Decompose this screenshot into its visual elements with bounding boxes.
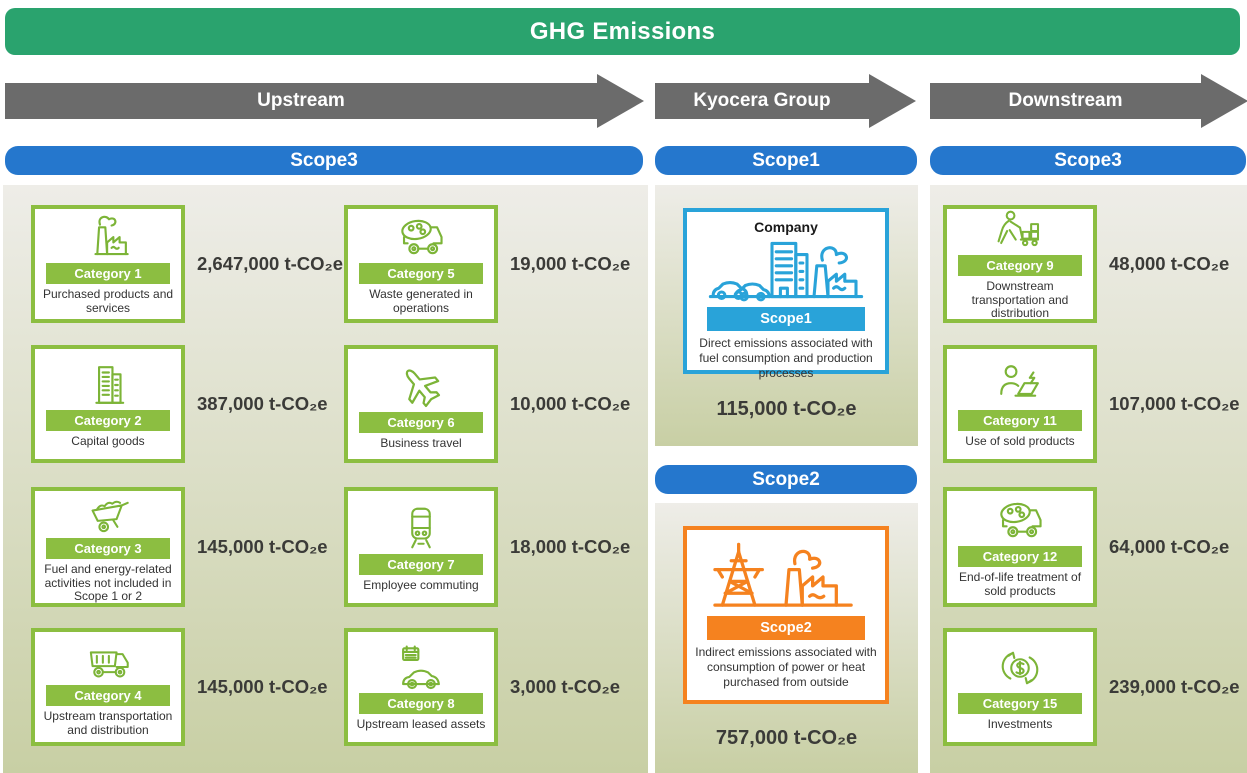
emission-value: 239,000 t-CO₂e bbox=[1109, 676, 1240, 697]
category-8-row: Category 8 Upstream leased assets 3,000 … bbox=[344, 628, 620, 746]
category-9-card: Category 9 Downstream transportation and… bbox=[943, 205, 1097, 323]
category-3-row: Category 3 Fuel and energy-related activ… bbox=[31, 487, 328, 607]
category-badge: Category 3 bbox=[46, 537, 170, 559]
page-title: GHG Emissions bbox=[5, 8, 1240, 55]
upstream-arrow-label: Upstream bbox=[257, 90, 345, 111]
emission-value: 107,000 t-CO₂e bbox=[1109, 393, 1240, 414]
category-name: Purchased products and services bbox=[42, 286, 174, 315]
category-5-card: Category 5 Waste generated in operations bbox=[344, 205, 498, 323]
category-2-card: Category 2 Capital goods bbox=[31, 345, 185, 463]
scope2-badge: Scope2 bbox=[707, 616, 865, 640]
money-cycle-icon bbox=[992, 643, 1048, 693]
category-name: Fuel and energy-related activities not i… bbox=[44, 561, 172, 604]
emission-value: 18,000 t-CO₂e bbox=[510, 536, 631, 557]
train-icon bbox=[393, 502, 449, 554]
upstream-arrow: Upstream bbox=[5, 83, 597, 119]
category-name: Upstream transportation and distribution bbox=[43, 708, 173, 737]
category-badge: Category 4 bbox=[46, 684, 170, 706]
category-12-card: Category 12 End-of-life treatment of sol… bbox=[943, 487, 1097, 607]
company-scene-icon bbox=[697, 235, 875, 305]
scope1-card: Company Scope1 Direct emissions associat… bbox=[683, 208, 889, 380]
kyocera-group-arrow-head-icon bbox=[869, 74, 916, 128]
emission-value: 145,000 t-CO₂e bbox=[197, 676, 328, 697]
category-badge: Category 8 bbox=[359, 692, 483, 714]
category-15-row: Category 15 Investments 239,000 t-CO₂e bbox=[943, 628, 1240, 746]
category-name: Investments bbox=[987, 716, 1053, 731]
category-9-row: Category 9 Downstream transportation and… bbox=[943, 205, 1229, 323]
category-name: Capital goods bbox=[71, 433, 145, 448]
category-7-card: Category 7 Employee commuting bbox=[344, 487, 498, 607]
car-calendar-icon bbox=[391, 643, 451, 693]
emission-value: 3,000 t-CO₂e bbox=[510, 676, 621, 697]
category-2-row: Category 2 Capital goods 387,000 t-CO₂e bbox=[31, 345, 328, 463]
category-name: Waste generated in operations bbox=[369, 286, 473, 315]
power-grid-scene-icon bbox=[697, 540, 875, 614]
emission-value: 64,000 t-CO₂e bbox=[1109, 536, 1230, 557]
category-11-row: Category 11 Use of sold products 107,000… bbox=[943, 345, 1240, 463]
kyocera-group-arrow-label: Kyocera Group bbox=[693, 90, 831, 111]
category-badge: Category 6 bbox=[359, 411, 483, 433]
scope1-description: Direct emissions associated with fuel co… bbox=[699, 336, 873, 380]
kyocera-group-arrow: Kyocera Group bbox=[655, 83, 869, 119]
scope1-header: Scope1 bbox=[655, 146, 917, 175]
category-name: Downstream transportation and distributi… bbox=[971, 278, 1069, 321]
upstream-arrow-head-icon bbox=[597, 74, 644, 128]
downstream-arrow-label: Downstream bbox=[1008, 90, 1123, 111]
category-4-card: Category 4 Upstream transportation and d… bbox=[31, 628, 185, 746]
category-4-row: Category 4 Upstream transportation and d… bbox=[31, 628, 328, 746]
scope2-header: Scope2 bbox=[655, 465, 917, 494]
category-6-card: Category 6 Business travel bbox=[344, 345, 498, 463]
airplane-icon bbox=[391, 358, 451, 412]
emission-value: 145,000 t-CO₂e bbox=[197, 536, 328, 557]
scope1-emission-value: 115,000 t-CO₂e bbox=[716, 398, 857, 420]
category-15-card: Category 15 Investments bbox=[943, 628, 1097, 746]
category-11-card: Category 11 Use of sold products bbox=[943, 345, 1097, 463]
category-1-card: Category 1 Purchased products and servic… bbox=[31, 205, 185, 323]
emission-value: 19,000 t-CO₂e bbox=[510, 253, 631, 274]
category-7-row: Category 7 Employee commuting 18,000 t-C… bbox=[344, 487, 630, 607]
emission-value: 48,000 t-CO₂e bbox=[1109, 253, 1230, 274]
category-1-row: Category 1 Purchased products and servic… bbox=[31, 205, 343, 323]
emission-value: 387,000 t-CO₂e bbox=[197, 393, 328, 414]
category-name: Use of sold products bbox=[965, 433, 1075, 448]
company-heading: Company bbox=[754, 219, 818, 235]
category-8-card: Category 8 Upstream leased assets bbox=[344, 628, 498, 746]
dump-truck-icon bbox=[78, 637, 138, 685]
category-badge: Category 5 bbox=[359, 262, 483, 284]
category-badge: Category 1 bbox=[46, 262, 170, 284]
category-badge: Category 7 bbox=[359, 553, 483, 575]
office-building-icon bbox=[78, 360, 138, 410]
downstream-arrow-head-icon bbox=[1201, 74, 1247, 128]
category-3-card: Category 3 Fuel and energy-related activ… bbox=[31, 487, 185, 607]
category-12-row: Category 12 End-of-life treatment of sol… bbox=[943, 487, 1229, 607]
category-5-row: Category 5 Waste generated in operations… bbox=[344, 205, 630, 323]
wheelbarrow-icon bbox=[78, 490, 138, 538]
category-badge: Category 15 bbox=[958, 692, 1082, 714]
category-name: Business travel bbox=[380, 435, 462, 450]
emission-value: 2,647,000 t-CO₂e bbox=[197, 253, 344, 274]
category-name: Employee commuting bbox=[363, 577, 479, 592]
factory-icon bbox=[78, 213, 138, 263]
garbage-truck-icon bbox=[990, 496, 1050, 546]
category-6-row: Category 6 Business travel 10,000 t-CO₂e bbox=[344, 345, 630, 463]
upstream-scope3-header: Scope3 bbox=[5, 146, 643, 175]
category-name: End-of-life treatment of sold products bbox=[958, 569, 1082, 598]
downstream-scope3-header: Scope3 bbox=[930, 146, 1246, 175]
scope2-card: Scope2 Indirect emissions associated wit… bbox=[683, 526, 889, 704]
downstream-arrow: Downstream bbox=[930, 83, 1201, 119]
category-name: Upstream leased assets bbox=[356, 716, 486, 731]
scope1-badge: Scope1 bbox=[707, 307, 865, 331]
scope2-description: Indirect emissions associated with consu… bbox=[695, 645, 877, 689]
garbage-truck-icon bbox=[391, 213, 451, 263]
scope2-emission-value: 757,000 t-CO₂e bbox=[715, 727, 858, 749]
category-badge: Category 11 bbox=[958, 409, 1082, 431]
emission-value: 10,000 t-CO₂e bbox=[510, 393, 631, 414]
laptop-user-icon bbox=[990, 360, 1050, 410]
category-badge: Category 2 bbox=[46, 409, 170, 431]
category-badge: Category 9 bbox=[958, 254, 1082, 276]
category-badge: Category 12 bbox=[958, 545, 1082, 567]
cart-porter-icon bbox=[990, 207, 1050, 255]
